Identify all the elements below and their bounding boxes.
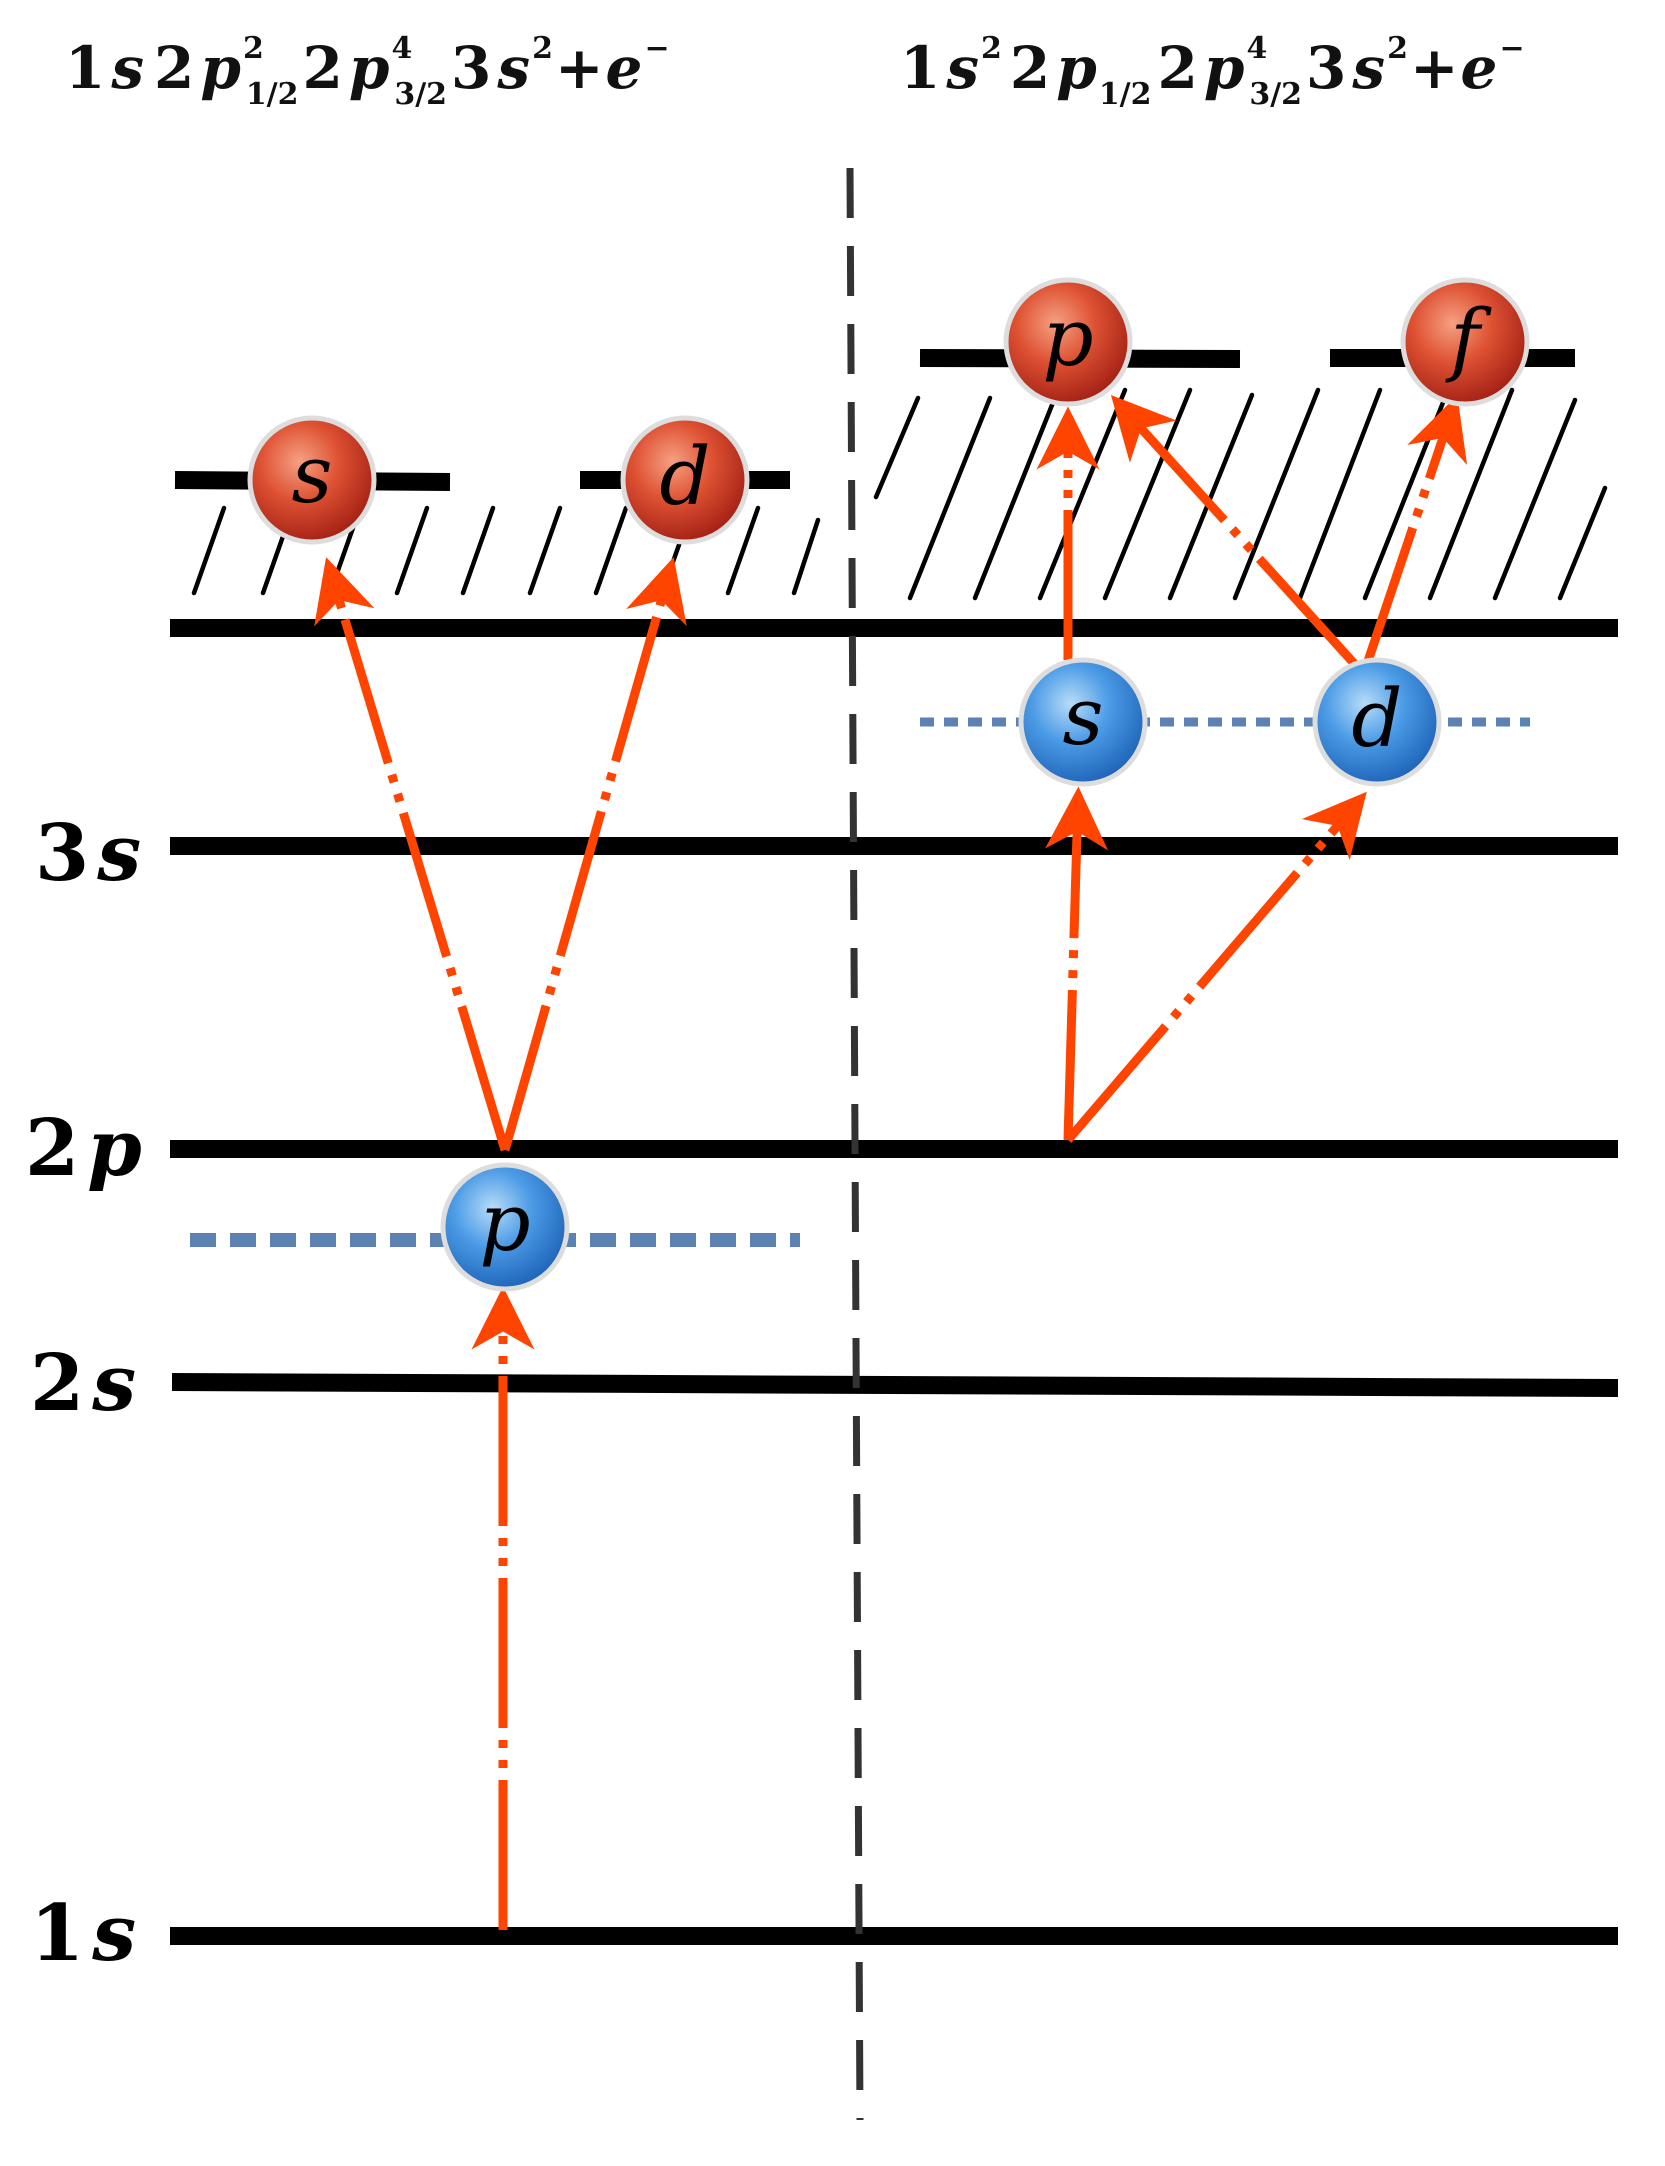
intermediate-levels — [190, 717, 1530, 1247]
arrow-d-to-p-continuum — [1110, 394, 1364, 674]
orbital-letter-left-p: p — [479, 1176, 530, 1269]
energy-levels — [170, 619, 1619, 1945]
separator-dashed-line — [846, 167, 864, 2121]
orbital-ball-right-f: f — [1400, 277, 1530, 407]
orbital-letter-right-s: s — [1062, 670, 1103, 763]
orbital-letter-right-d: d — [1351, 672, 1402, 765]
orbital-ball-left-p: p — [440, 1162, 570, 1292]
orbital-ball-right-s: s — [1018, 657, 1148, 787]
level-2s-line — [171, 1373, 1619, 1397]
orbital-ball-left-d: d — [620, 415, 750, 545]
continuum-bars — [174, 349, 1575, 491]
continuum-hatching-right — [873, 387, 1608, 601]
transition-arrows — [314, 394, 1468, 1930]
orbital-letter-left-s: s — [291, 428, 332, 521]
orbital-ball-right-p: p — [1003, 277, 1133, 407]
arrow-p-to-s-continuum — [314, 557, 510, 1152]
orbital-letter-left-d: d — [659, 430, 710, 523]
arrow-2p-to-s — [1045, 786, 1109, 1141]
arrow-p-to-d-continuum — [500, 557, 687, 1152]
orbital-letter-right-p: p — [1042, 291, 1093, 384]
arrow-2p-to-d — [1064, 791, 1367, 1143]
orbital-ball-left-s: s — [247, 415, 377, 545]
orbital-ball-right-d: d — [1312, 657, 1442, 787]
arrow-d-to-f-continuum — [1360, 395, 1468, 672]
